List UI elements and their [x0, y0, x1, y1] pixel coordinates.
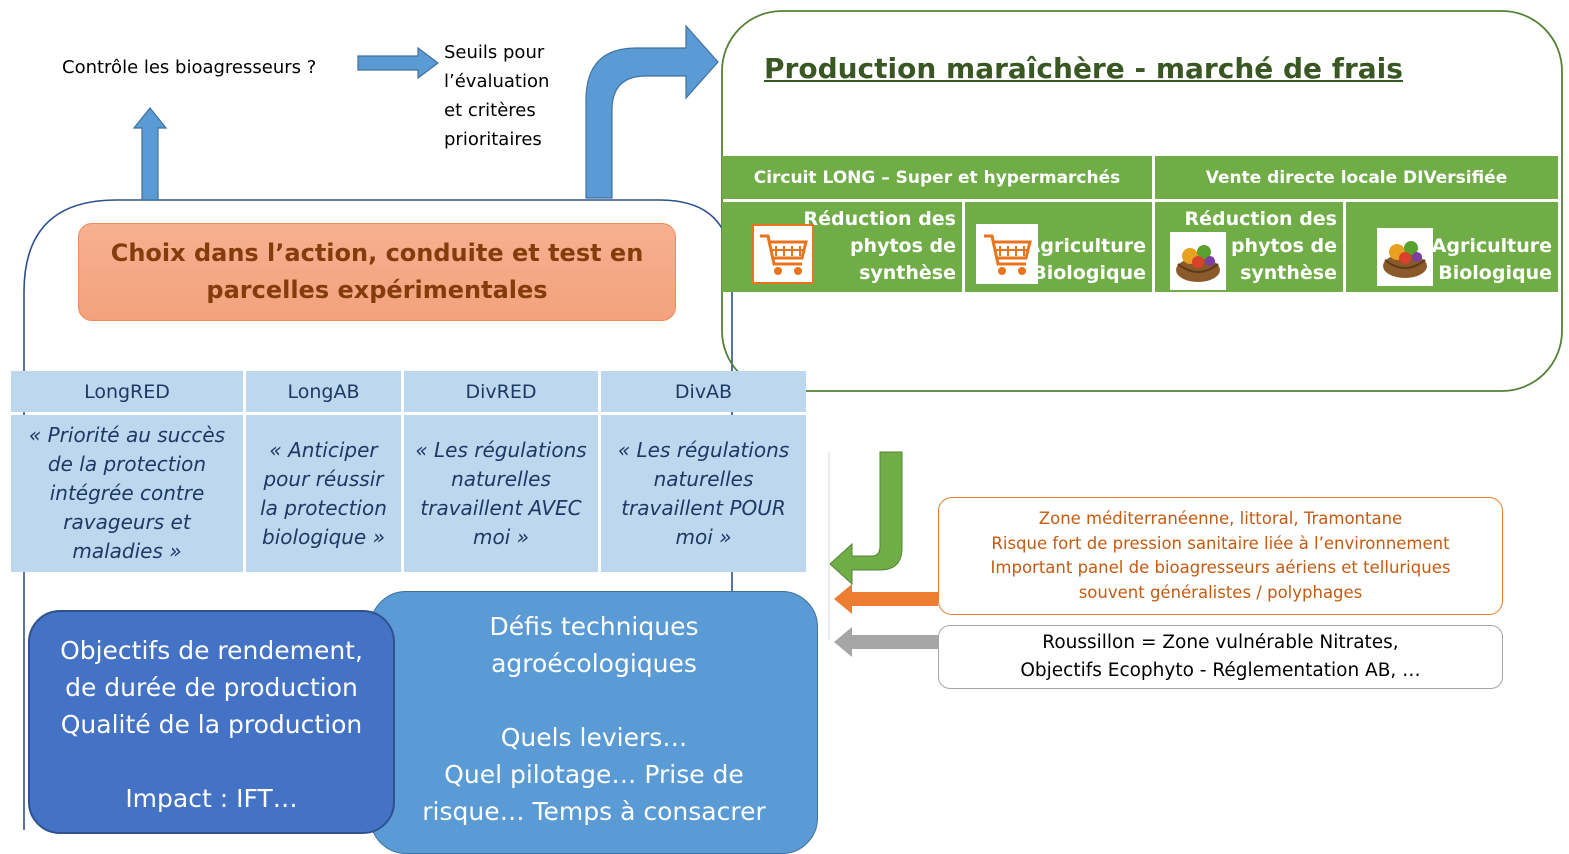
challenge-line: risque… Temps à consacrer	[422, 797, 766, 826]
pest-control-question: Contrôle les bioagresseurs ?	[62, 57, 317, 78]
challenge-line: Défis techniques	[489, 612, 699, 641]
strategy-name: DivAB	[601, 371, 806, 412]
quote-line: « Les régulations	[415, 437, 587, 462]
cell-line: Réduction des	[1184, 208, 1338, 230]
thresholds-line: l’évaluation	[444, 71, 550, 92]
cell-line: synthèse	[1240, 262, 1337, 284]
quote-line: maladies »	[72, 539, 182, 563]
context-line: Roussillon = Zone vulnérable Nitrates,	[1042, 632, 1399, 653]
cell-line: Biologique	[1438, 262, 1552, 284]
cell-line: Réduction des	[803, 208, 957, 230]
challenge-line: Quel pilotage… Prise de	[444, 760, 744, 789]
strategy-quote: « Anticiper pour réussir la protection b…	[246, 415, 401, 572]
choice-box-line: Choix dans l’action, conduite et test en	[110, 239, 644, 267]
strategy-quote: « Priorité au succès de la protection in…	[11, 415, 243, 572]
thresholds-line: prioritaires	[444, 129, 542, 150]
vegetable-basket-icon	[1170, 232, 1226, 290]
production-title: Production maraîchère - marché de frais	[764, 52, 1403, 85]
cell-line: phytos de	[849, 235, 956, 257]
quote-line: moi »	[473, 524, 529, 549]
bent-arrow-shape	[585, 24, 719, 199]
up-arrow-shape	[132, 107, 168, 201]
thresholds-text: Seuils pour l’évaluation et critères pri…	[444, 38, 549, 154]
quote-line: intégrée contre	[49, 481, 205, 505]
grey-arrow-shape	[834, 627, 938, 657]
quote-line: biologique »	[262, 524, 385, 549]
technical-challenges-box: Défis techniques agroécologiques Quels l…	[370, 591, 818, 854]
strategy-name: DivRED	[404, 371, 598, 412]
cell-line: synthèse	[859, 262, 956, 284]
quote-line: travaillent POUR	[621, 495, 786, 520]
quote-line: ravageurs et	[63, 510, 191, 534]
context-line: Objectifs Ecophyto - Réglementation AB, …	[1020, 660, 1421, 681]
objective-line: Qualité de la production	[60, 710, 363, 739]
choice-box-line: parcelles expérimentales	[206, 276, 548, 304]
cell-line: Biologique	[1032, 262, 1146, 284]
strategy-name: LongAB	[246, 371, 401, 412]
market-header-vente-directe: Vente directe locale DIVersifiée	[1155, 156, 1558, 199]
challenge-line	[371, 682, 817, 719]
quote-line: naturelles	[451, 466, 551, 491]
context-line: Risque fort de pression sanitaire liée à…	[991, 533, 1450, 553]
green-bent-arrow-shape	[829, 451, 903, 586]
quote-line: pour réussir	[263, 466, 384, 491]
vegetable-basket-icon	[1377, 228, 1433, 286]
environment-context-box: Zone méditerranéenne, littoral, Tramonta…	[938, 497, 1503, 615]
strategy-name: LongRED	[11, 371, 243, 412]
quote-line: de la protection	[47, 452, 207, 476]
thresholds-line: et critères	[444, 100, 536, 121]
objective-line: de durée de production	[65, 673, 358, 702]
thresholds-line: Seuils pour	[444, 42, 545, 63]
objective-line: Impact : IFT…	[125, 784, 298, 813]
market-table: Circuit LONG – Super et hypermarchés Ven…	[722, 156, 1558, 292]
context-line: Zone méditerranéenne, littoral, Tramonta…	[1038, 509, 1403, 528]
quote-line: moi »	[675, 524, 732, 549]
quote-line: « Les régulations	[617, 437, 790, 462]
quote-line: travaillent AVEC	[420, 495, 582, 520]
right-arrow-shape	[357, 46, 439, 80]
challenge-line: Quels leviers…	[500, 723, 688, 752]
strategy-quote: « Les régulations naturelles travaillent…	[601, 415, 806, 572]
context-line: Important panel de bioagresseurs aériens…	[990, 558, 1451, 577]
quote-line: naturelles	[653, 466, 754, 491]
context-line: souvent généralistes / polyphages	[1078, 582, 1363, 602]
production-frame	[721, 10, 1563, 392]
quote-line: « Anticiper	[269, 437, 378, 462]
cell-line: phytos de	[1230, 235, 1337, 257]
objective-line: Objectifs de rendement,	[60, 636, 363, 665]
market-header-circuit-long: Circuit LONG – Super et hypermarchés	[722, 156, 1152, 199]
choice-box: Choix dans l’action, conduite et test en…	[78, 223, 676, 321]
shopping-cart-icon	[752, 224, 814, 284]
shopping-cart-icon	[976, 224, 1038, 284]
orange-arrow-shape	[834, 584, 938, 614]
regulation-context-box: Roussillon = Zone vulnérable Nitrates, O…	[938, 625, 1503, 689]
challenge-line: agroécologiques	[491, 649, 697, 678]
objectives-box: Objectifs de rendement, de durée de prod…	[28, 610, 395, 834]
strategy-table: LongRED LongAB DivRED DivAB « Priorité a…	[11, 371, 806, 572]
strategy-quote: « Les régulations naturelles travaillent…	[404, 415, 598, 572]
quote-line: « Priorité au succès	[28, 423, 226, 447]
cell-line: Agriculture	[1431, 235, 1552, 257]
objective-line	[30, 743, 393, 780]
cell-line: Agriculture	[1025, 235, 1146, 257]
quote-line: la protection	[260, 495, 387, 520]
